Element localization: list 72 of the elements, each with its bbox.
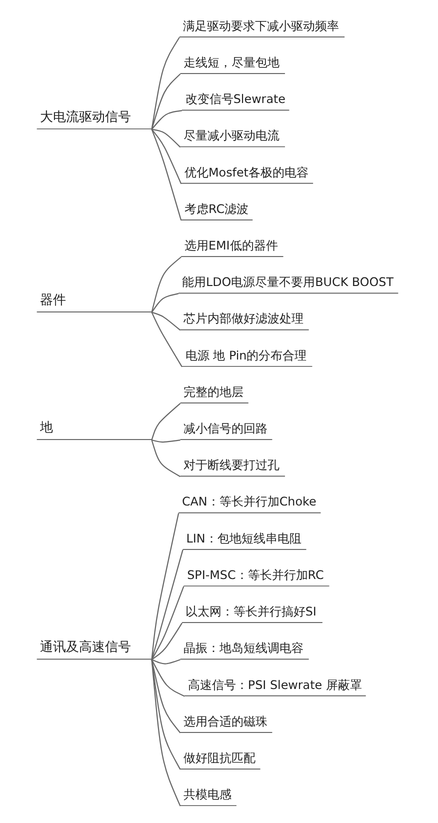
node-box [182,110,290,111]
connector [151,312,182,368]
connector [151,660,181,806]
node-label: 做好阻抗匹配 [184,750,256,765]
node-box [180,805,236,806]
node-label: SPI-MSC：等长并行加RC [187,568,324,582]
connector [152,312,181,331]
node-box [178,292,398,294]
node-label: 电源 地 Pin的分布合理 [185,348,307,362]
node-box [180,439,272,440]
connector [151,660,181,770]
node-label: 满足驱动要求下减小驱动频率 [182,18,339,33]
node-label: 走线短，尽量包地 [184,55,280,70]
node-label: 大电流驱动信号 [40,110,132,125]
node-box [36,658,152,660]
node-box [36,311,152,312]
node-label: CAN：等长并行加Choke [182,494,316,509]
node-box [182,622,322,624]
node-label: 地 [40,420,54,436]
node-box [180,732,272,733]
connector [151,622,182,660]
node-label: 选用EMI低的器件 [184,238,278,253]
node-label: 以太网：等长并行搞好SI [185,604,316,619]
node-box [36,439,152,440]
node-label: 选用合适的磁珠 [184,714,268,728]
node-label: 共模电感 [184,788,232,802]
node-box [181,182,314,184]
connector [151,37,180,130]
node-box [181,256,284,257]
connector [151,128,182,184]
node-label: 晶振：地岛短线调电容 [184,641,304,656]
connector [151,74,181,130]
connector [152,659,180,664]
node-box [180,329,309,330]
node-label: 高速信号：PSI Slewrate 屏蔽罩 [188,678,362,692]
node-box [180,768,260,770]
node-label: 改变信号Slewrate [185,92,286,106]
node-label: 考虑RC滤波 [184,202,249,216]
node-label: 芯片内部做好滤波处理 [184,312,304,326]
connector [151,129,182,221]
node-label: LIN：包地短线串电阻 [186,531,302,546]
node-box [178,512,321,514]
connector [151,440,181,478]
node-box [179,36,345,38]
connector [151,550,184,660]
node-box [180,146,285,148]
node-box [180,476,285,477]
connector [151,513,180,660]
node-box [184,695,366,696]
node-label: 能用LDO电源尽量不要用BUCK BOOST [182,275,394,290]
connector [151,403,181,440]
node-box [180,73,285,74]
node-label: 减小信号的回路 [184,422,268,436]
connector [151,659,185,697]
node-box [36,128,152,130]
node-box [180,658,309,660]
connector [151,256,182,312]
node-box [180,402,248,404]
connector [151,586,184,660]
node-label: 器件 [40,292,66,308]
connector [152,439,180,443]
node-label: 完整的地层 [184,384,244,399]
connector [151,293,179,313]
connector [152,128,181,148]
connector [151,660,181,734]
node-label: 优化Mosfet各极的电容 [184,165,308,180]
node-label: 尽量减小驱动电流 [184,128,280,143]
node-box [182,548,306,550]
connector [151,110,182,130]
node-box [182,366,312,367]
node-label: 通讯及高速信号 [40,640,132,656]
node-label: 对于断线要打过孔 [184,458,280,472]
